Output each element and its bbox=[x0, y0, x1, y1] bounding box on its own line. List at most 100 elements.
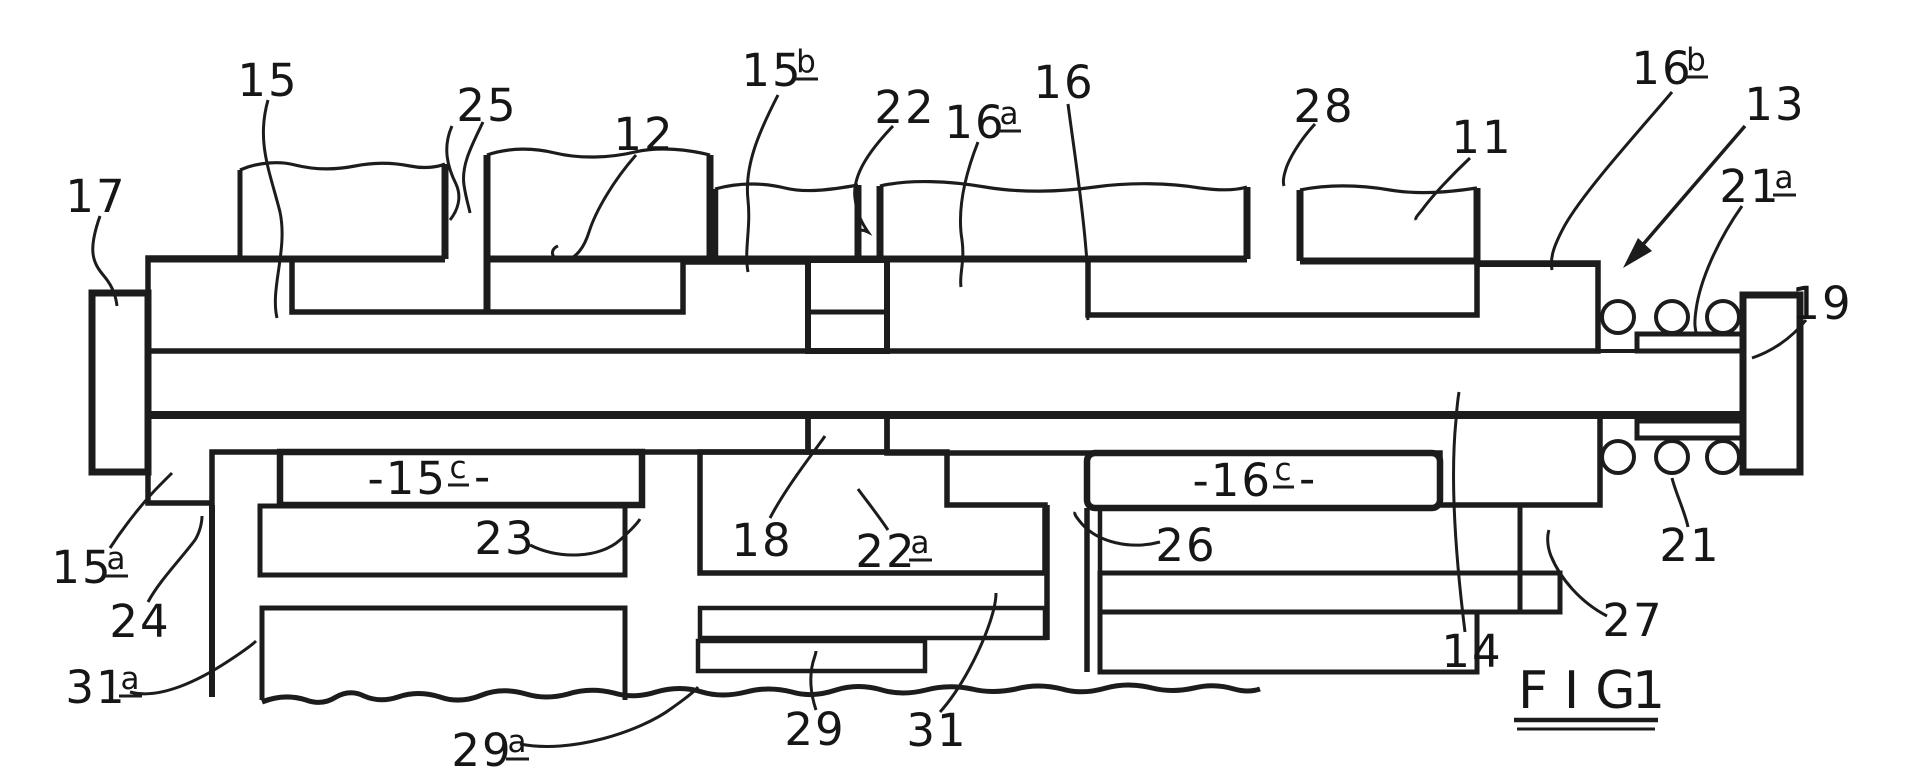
ref-label-22: 22 bbox=[874, 81, 935, 134]
leader-16 bbox=[1066, 103, 1090, 321]
figure-caption: FIG 1 bbox=[1514, 661, 1681, 731]
ref-label-31a-sup: a bbox=[121, 661, 140, 697]
ref-label-12: 12 bbox=[613, 108, 674, 161]
ref-label-21: 21 bbox=[1659, 519, 1720, 572]
ref-label-16b: 16 bbox=[1631, 42, 1692, 95]
arrow-13 bbox=[1623, 124, 1747, 268]
top-block-3-break-edge bbox=[714, 182, 859, 193]
top-block-2-break-edge bbox=[486, 147, 711, 159]
reference-labels: 17 15 25 12 15 b 22 16 a 16 28 11 16 b 1… bbox=[51, 42, 1850, 777]
leader-15b bbox=[745, 94, 780, 273]
leader-19 bbox=[1751, 319, 1808, 360]
ref-label-29a: 29 bbox=[451, 724, 512, 777]
plate-23 bbox=[257, 503, 628, 578]
top-block-5 bbox=[1300, 185, 1477, 261]
race-bar-lower bbox=[1634, 418, 1746, 441]
ref-label-29: 29 bbox=[784, 703, 845, 756]
ref-label-21a-sup: a bbox=[1775, 160, 1794, 196]
ref-label-15: 15 bbox=[237, 54, 298, 107]
ground-break-line bbox=[261, 682, 1261, 705]
leader-lines bbox=[91, 91, 1808, 748]
leader-21a bbox=[1693, 205, 1744, 336]
key-16c bbox=[1083, 449, 1444, 512]
ref-label-11: 11 bbox=[1451, 111, 1512, 164]
ball-lower-3 bbox=[1705, 439, 1741, 475]
ref-label-29a-sup: a bbox=[508, 724, 527, 760]
ref-label-16: 16 bbox=[1033, 56, 1094, 109]
top-block-4-break-edge bbox=[879, 179, 1248, 193]
leader-28 bbox=[1281, 122, 1317, 187]
ref-label-28: 28 bbox=[1293, 80, 1354, 133]
ref-label-15c: -15 bbox=[368, 452, 448, 505]
ref-label-21a: 21 bbox=[1719, 160, 1780, 213]
arrow-13-shaft bbox=[1638, 124, 1747, 250]
leader-26 bbox=[1073, 511, 1161, 547]
leader-24 bbox=[146, 515, 204, 603]
top-block-1-break-edge bbox=[239, 161, 446, 172]
ref-label-23: 23 bbox=[474, 512, 535, 565]
race-bar-upper-21a bbox=[1634, 331, 1746, 354]
leader-22a bbox=[856, 488, 890, 531]
ref-label-16b-sup: b bbox=[1686, 42, 1706, 78]
ref-label-16a: 16 bbox=[944, 96, 1005, 149]
ref-label-31a: 31 bbox=[65, 661, 126, 714]
top-block-2 bbox=[487, 148, 710, 259]
leader-14 bbox=[1452, 391, 1467, 633]
ref-label-16c-sup: c bbox=[1274, 452, 1291, 488]
ball-upper-1 bbox=[1600, 299, 1636, 335]
ref-label-14: 14 bbox=[1441, 625, 1502, 678]
ref-label-17: 17 bbox=[65, 170, 126, 223]
leader-15 bbox=[261, 99, 284, 319]
leader-31 bbox=[938, 592, 998, 714]
leader-12 bbox=[550, 154, 638, 262]
top-blocks bbox=[148, 125, 1598, 312]
upper-divider-insert bbox=[805, 257, 890, 354]
arrow-13-head bbox=[1623, 238, 1652, 268]
leader-16a bbox=[959, 141, 980, 288]
leader-22 bbox=[853, 124, 895, 240]
leader-31a bbox=[129, 639, 258, 696]
ref-label-31: 31 bbox=[906, 704, 967, 757]
plate-27-lower bbox=[1097, 609, 1480, 675]
leader-18 bbox=[768, 435, 827, 519]
ref-label-16c: -16 bbox=[1193, 454, 1273, 507]
upper-band-right bbox=[884, 255, 1601, 354]
right-end-assembly bbox=[1600, 291, 1804, 476]
caption-number: 1 bbox=[1632, 661, 1681, 721]
ref-label-27: 27 bbox=[1602, 594, 1663, 647]
ball-lower-2 bbox=[1654, 439, 1690, 475]
lower-divider-insert bbox=[805, 412, 890, 455]
leader-23 bbox=[529, 518, 642, 557]
upper-band-left bbox=[145, 255, 811, 354]
top-block-4 bbox=[880, 181, 1247, 259]
leader-15a bbox=[108, 471, 174, 549]
ball-upper-2 bbox=[1654, 299, 1690, 335]
ref-label-24: 24 bbox=[109, 595, 170, 648]
top-block-5-break-edge bbox=[1299, 184, 1478, 195]
end-cap-left bbox=[88, 289, 152, 476]
leader-16b bbox=[1549, 91, 1674, 271]
ref-label-15c-sup: c bbox=[449, 450, 466, 486]
ref-label-18: 18 bbox=[731, 514, 792, 567]
ref-label-15b-sup: b bbox=[796, 44, 816, 80]
ref-label-16c-dash: - bbox=[1299, 452, 1317, 505]
ref-label-15a: 15 bbox=[51, 541, 112, 594]
plate-26 bbox=[1097, 570, 1523, 615]
leader-29a bbox=[519, 686, 700, 748]
leader-21 bbox=[1670, 477, 1690, 528]
ref-label-26: 26 bbox=[1155, 519, 1216, 572]
leader-17 bbox=[91, 215, 119, 307]
ref-label-16a-sup: a bbox=[1000, 96, 1019, 132]
ref-label-15c-dash: - bbox=[474, 450, 492, 503]
plate-31a bbox=[259, 605, 628, 700]
leader-27 bbox=[1546, 529, 1608, 618]
ref-label-22a-sup: a bbox=[911, 525, 930, 561]
top-block-1 bbox=[240, 162, 445, 259]
ref-label-15a-sup: a bbox=[107, 541, 126, 577]
break-squiggle bbox=[445, 125, 461, 221]
ref-label-25: 25 bbox=[456, 79, 517, 132]
caption-word: FIG bbox=[1518, 661, 1652, 721]
ref-label-15b: 15 bbox=[741, 44, 802, 97]
end-block-19 bbox=[1739, 291, 1804, 476]
